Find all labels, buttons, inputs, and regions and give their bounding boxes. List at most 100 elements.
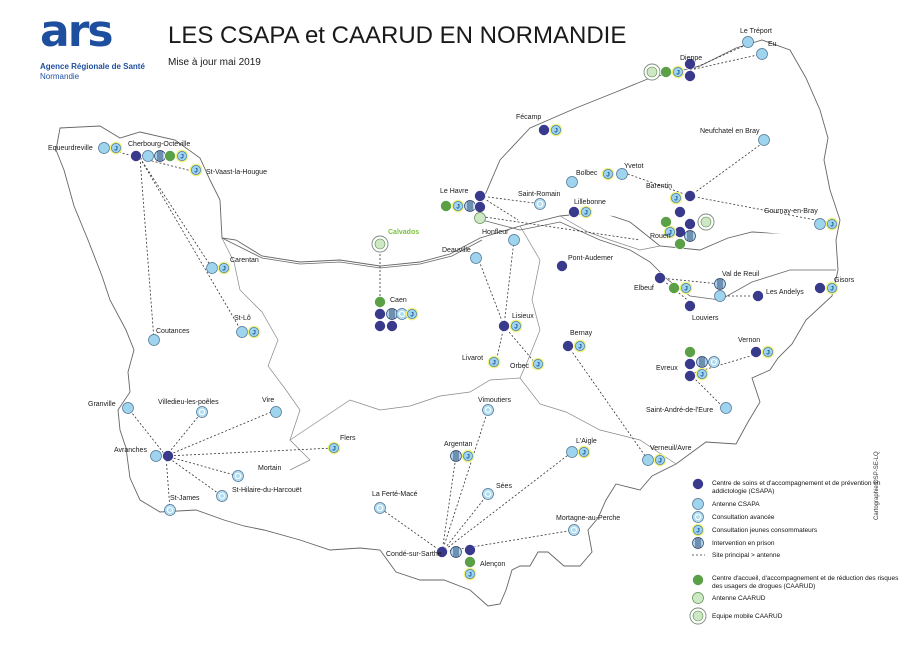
marker-orbec <box>531 357 545 371</box>
label-evreux: Evreux <box>656 365 678 372</box>
label-saint-andre: Saint-André-de-l'Eure <box>646 407 713 414</box>
marker-neufchatel <box>758 134 770 146</box>
label-la-ferte-mace: La Ferté-Macé <box>372 491 418 498</box>
legend-caarud-label: Centre d'accueil, d'accompagnement et de… <box>712 575 899 590</box>
marker-le-havre-antenne-caarud <box>474 212 486 224</box>
marker-cherbourg-jeunes <box>175 149 189 163</box>
marker-val-de-reuil <box>714 290 726 302</box>
legend-symbols <box>689 478 707 625</box>
logo-region-name: Normandie <box>40 72 80 81</box>
label-bolbec: Bolbec <box>576 170 598 177</box>
marker-st-lo-jeunes <box>247 325 261 339</box>
marker-equeurdreville <box>98 142 110 154</box>
marker-le-havre-prison <box>464 200 476 212</box>
label-villedieu: Villedieu-les-poêles <box>158 399 219 406</box>
label-sees: Sées <box>496 483 512 490</box>
map-title: LES CSAPA et CAARUD EN NORMANDIE <box>168 22 627 49</box>
label-carentan: Carentan <box>230 257 259 264</box>
marker-le-havre-csapa-2 <box>474 201 486 213</box>
label-lisieux: Lisieux <box>512 313 534 320</box>
marker-vernon-jeunes <box>761 345 775 359</box>
legend-csapa-label: Centre de soins et d'accompagnement et d… <box>712 480 881 495</box>
label-dieppe: Dieppe <box>680 55 702 62</box>
label-gisors: Gisors <box>834 277 855 284</box>
marker-caen-csapa-2 <box>374 320 386 332</box>
marker-yvetot <box>616 168 628 180</box>
river-seine <box>481 219 836 301</box>
marker-gournay-jeunes <box>825 217 839 231</box>
marker-gisors-csapa <box>814 282 826 294</box>
marker-carentan-jeunes <box>217 261 231 275</box>
marker-barentin-jeunes <box>669 191 683 205</box>
label-neufchatel: Neufchatel en Bray <box>700 128 760 135</box>
marker-livarot <box>487 355 501 369</box>
label-vimoutiers: Vimoutiers <box>478 397 511 404</box>
marker-avranches-antenne <box>150 450 162 462</box>
label-st-james: St-James <box>170 495 200 502</box>
marker-evreux-prison <box>696 356 708 368</box>
marker-argentan-prison <box>450 450 462 462</box>
label-mortain: Mortain <box>258 465 281 472</box>
legend-antenne-caarud-label: Antenne CAARUD <box>712 595 766 602</box>
coastline-north <box>481 39 841 241</box>
legend-caarud-symbol <box>692 574 704 586</box>
marker-laigle-jeunes <box>577 445 591 459</box>
marker-evreux-avancee <box>708 356 720 368</box>
label-les-andelys: Les Andelys <box>766 289 804 296</box>
marker-bolbec <box>566 176 578 188</box>
marker-caen-caarud <box>374 296 386 308</box>
legend-avancee-label: Consultation avancée <box>712 514 775 521</box>
marker-coutances <box>148 334 160 346</box>
legend-prison-label: Intervention en prison <box>712 540 775 547</box>
marker-vire <box>270 406 282 418</box>
marker-flers <box>327 441 341 455</box>
marker-evreux-caarud <box>684 346 696 358</box>
marker-lillebonne-csapa <box>568 206 580 218</box>
marker-la-ferte-mace <box>374 502 386 514</box>
marker-le-treport <box>742 36 754 48</box>
marker-st-lo <box>236 326 248 338</box>
marker-avranches-csapa <box>162 450 174 462</box>
marker-dieppe-csapa-2 <box>684 70 696 82</box>
marker-les-andelys <box>752 290 764 302</box>
label-barentin: Barentin <box>646 183 672 190</box>
marker-mortagne <box>568 524 580 536</box>
marker-saint-andre <box>720 402 732 414</box>
marker-deauville <box>470 252 482 264</box>
marker-rouen-caarud-2 <box>674 238 686 250</box>
legend-antenne-label: Antenne CSAPA <box>712 501 760 508</box>
label-calvados: Calvados <box>388 229 419 236</box>
label-rouen: Rouen <box>650 233 671 240</box>
marker-dieppe-jeunes <box>671 65 685 79</box>
marker-evreux-csapa-2 <box>684 370 696 382</box>
label-st-vaast: St-Vaast-la-Hougue <box>206 169 267 176</box>
marker-louviers <box>684 300 696 312</box>
marker-rouen-csapa-2 <box>684 218 696 230</box>
marker-calvados-mobile <box>371 235 389 253</box>
marker-cherbourg-caarud <box>164 150 176 162</box>
marker-le-havre-csapa <box>474 190 486 202</box>
marker-caen-jeunes <box>405 307 419 321</box>
label-st-lo: St-Lô <box>234 315 251 322</box>
label-granville: Granville <box>88 401 116 408</box>
marker-elbeuf-jeunes <box>679 281 693 295</box>
marker-evreux-csapa <box>684 358 696 370</box>
label-mortagne: Mortagne-au-Perche <box>556 515 620 522</box>
label-conde: Condé-sur-Sarthe <box>386 551 442 558</box>
marker-carentan <box>206 262 218 274</box>
dept-border-manche-calvados <box>221 237 311 471</box>
label-flers: Flers <box>340 435 356 442</box>
marker-alencon-jeunes <box>463 567 477 581</box>
label-eu: Eu <box>768 41 777 48</box>
marker-granville <box>122 402 134 414</box>
legend-csapa-symbol <box>692 478 704 490</box>
label-lillebonne: Lillebonne <box>574 199 606 206</box>
label-laigle: L'Aigle <box>576 438 597 445</box>
legend-link-label: Site principal > antenne <box>712 552 781 559</box>
legend-jeunes-symbol <box>691 523 705 537</box>
marker-cherbourg-antenne <box>142 150 154 162</box>
dept-border-seine-eure <box>559 215 661 251</box>
marker-lillebonne-jeunes <box>579 205 593 219</box>
marker-fecamp-csapa <box>538 124 550 136</box>
label-louviers: Louviers <box>692 315 719 322</box>
